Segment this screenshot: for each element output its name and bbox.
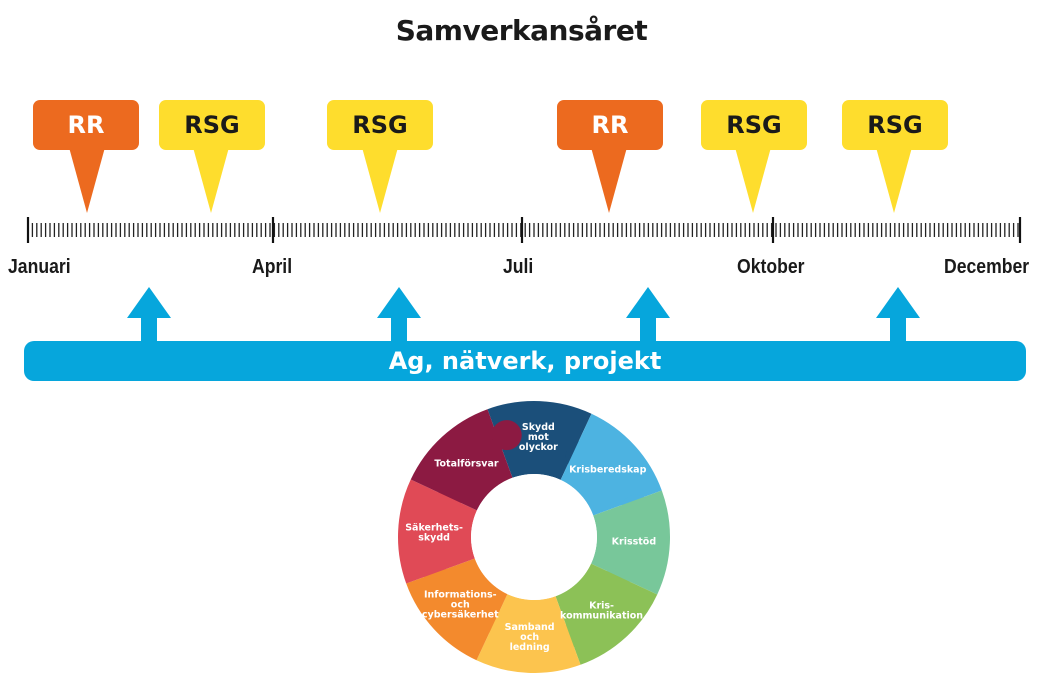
wheel-segment — [476, 594, 581, 673]
marker-pointer — [67, 140, 107, 213]
marker-pointer-shape — [733, 140, 773, 213]
marker-label: RR — [33, 100, 139, 150]
marker-label: RSG — [159, 100, 265, 150]
wheel-segment — [410, 409, 513, 511]
wheel-segment — [555, 563, 658, 665]
month-label-oktober: Oktober — [737, 256, 805, 278]
marker-label: RSG — [701, 100, 807, 150]
month-label-juli: Juli — [503, 256, 534, 278]
month-label-december: December — [944, 256, 1030, 278]
month-label-januari: Januari — [8, 256, 71, 278]
marker-pointer — [589, 140, 629, 213]
marker-pointer — [874, 140, 914, 213]
wheel-center — [471, 474, 597, 600]
up-arrow-icon — [377, 287, 421, 345]
diagram-title: Samverkansåret — [395, 14, 648, 47]
up-arrow-icon — [127, 287, 171, 345]
wheel-segment-label: Krisstöd — [612, 536, 656, 547]
wheel-segment — [398, 479, 477, 584]
marker-pointer-shape — [874, 140, 914, 213]
marker-label: RSG — [327, 100, 433, 150]
marker-pointer — [360, 140, 400, 213]
wheel-segment-label: Säkerhets-skydd — [405, 523, 463, 544]
workgroups-bar: Ag, nätverk, projekt — [24, 341, 1026, 381]
marker-label: RSG — [842, 100, 948, 150]
up-arrow-icon — [626, 287, 670, 345]
puzzle-knob — [491, 420, 522, 451]
month-label-april: April — [252, 256, 293, 278]
wheel-segment-label: Kris-kommunikation — [560, 601, 643, 622]
wheel-segment — [560, 413, 662, 516]
marker-pointer-shape — [67, 140, 107, 213]
marker-pointer — [733, 140, 773, 213]
wheel-segment — [406, 558, 508, 661]
up-arrow-icon — [876, 287, 920, 345]
wheel-segment-label: Totalförsvar — [434, 458, 499, 469]
wheel-segment — [487, 401, 592, 480]
marker-pointer-shape — [191, 140, 231, 213]
wheel-segment-label: Krisberedskap — [569, 464, 647, 475]
timeline-ruler — [26, 217, 1022, 243]
marker-label: RR — [557, 100, 663, 150]
marker-pointer-shape — [360, 140, 400, 213]
wheel-segment — [591, 490, 671, 595]
marker-pointer-shape — [589, 140, 629, 213]
marker-pointer — [191, 140, 231, 213]
